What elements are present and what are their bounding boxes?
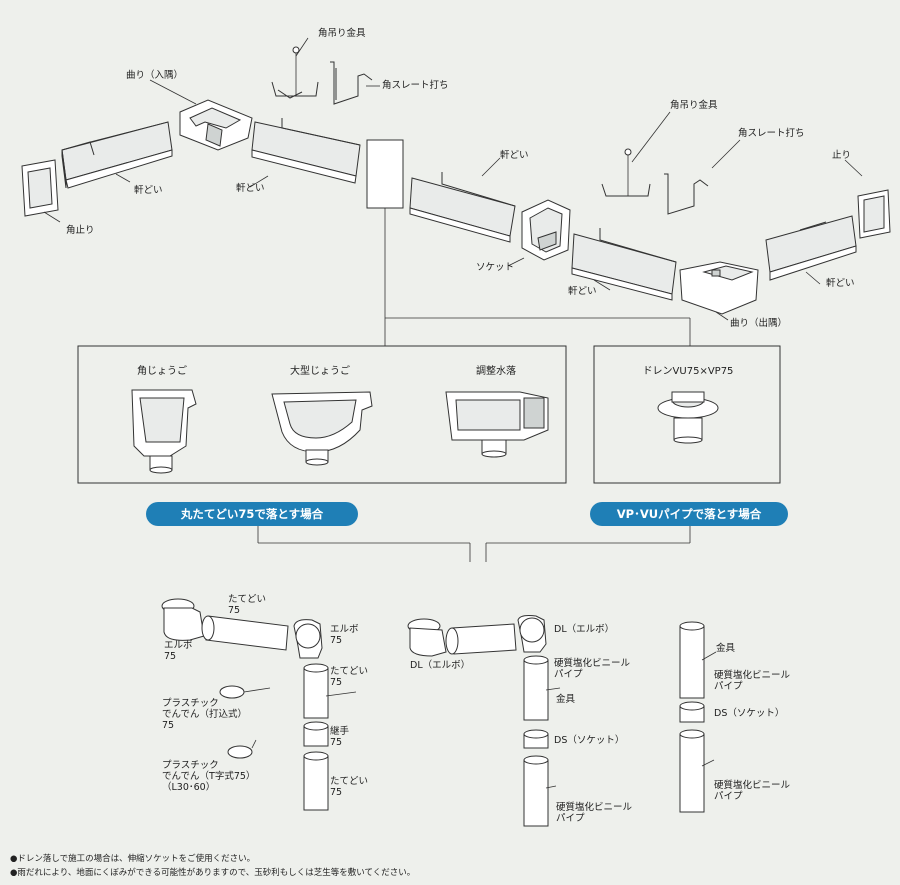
gutter-2-drawing [251, 118, 361, 184]
label-slate-1: 角スレート打ち [382, 80, 449, 91]
label-a-denden-1: プラスチック でんでん（打込式） 75 [162, 698, 248, 731]
label-a-tatedoi-top: たてどい 75 [228, 594, 267, 616]
label-c-pvc-1: 硬質塩化ビニール パイプ [714, 670, 791, 692]
label-hanger-2: 角吊り金具 [670, 100, 718, 111]
hanger-bracket-2-drawing [601, 148, 651, 197]
gutter-1-drawing [61, 121, 173, 189]
label-gutter-5: 軒どい [826, 278, 855, 289]
slate-hanger-1-drawing [330, 61, 373, 105]
label-slate-2: 角スレート打ち [738, 128, 805, 139]
gutter-3-drawing [409, 172, 516, 243]
label-a-elbow-left: エルボ 75 [164, 640, 193, 662]
label-inner-corner: 曲り（入隅） [126, 70, 184, 81]
end-cap-left-drawing [21, 159, 59, 217]
label-gutter-3: 軒どい [500, 150, 529, 161]
label-gutter-2: 軒どい [236, 183, 265, 194]
label-socket: ソケット [476, 262, 515, 273]
note-1: ●ドレン落しで施工の場合は、伸縮ソケットをご使用ください。 [10, 854, 256, 864]
square-funnel-drawing [131, 389, 197, 474]
header-square-funnel: 角じょうご [137, 366, 187, 377]
inner-corner-drawing [179, 99, 253, 151]
label-hanger-1: 角吊り金具 [318, 28, 366, 39]
slate-hanger-2-drawing [664, 173, 709, 215]
label-gutter-4: 軒どい [568, 286, 597, 297]
hanger-bracket-1-drawing [271, 46, 319, 99]
label-b-dl-right: DL（エルボ） [554, 624, 615, 635]
note-2: ●雨だれにより、地面にくぼみができる可能性がありますので、玉砂利もしくは芝生等を… [10, 868, 416, 878]
header-large-funnel: 大型じょうご [290, 366, 350, 377]
label-c-kanagu: 金具 [716, 643, 736, 654]
label-a-tatedoi-bot: たてどい 75 [330, 776, 369, 798]
gutter-4-drawing [571, 228, 677, 301]
label-b-pvc-1: 硬質塩化ビニール パイプ [554, 658, 631, 680]
label-a-tsugite: 継手 75 [330, 726, 350, 748]
label-b-ds: DS（ソケット） [554, 735, 625, 746]
gutter-5-drawing [765, 215, 857, 281]
label-b-dl-left: DL（エルボ） [410, 660, 471, 671]
pipes-a-drawing [161, 598, 357, 811]
header-adjust-drain: 調整水落 [476, 366, 516, 377]
large-funnel-drawing [271, 391, 373, 466]
outer-corner-drawing [679, 261, 759, 315]
pill-vp-vu-pipe: VP･VUパイプで落とす場合 [590, 502, 788, 526]
label-end-cap-right: 止り [832, 150, 852, 161]
label-b-kanagu: 金具 [556, 694, 576, 705]
label-a-denden-2: プラスチック でんでん（T字式75） （L30･60） [162, 760, 256, 793]
end-cap-right-drawing [857, 189, 891, 239]
label-a-elbow-right: エルボ 75 [330, 624, 359, 646]
label-outer-corner: 曲り（出隅） [730, 318, 788, 329]
label-c-ds: DS（ソケット） [714, 708, 785, 719]
label-gutter-1: 軒どい [134, 185, 163, 196]
pill-round-downspout: 丸たてどい75で落とす場合 [146, 502, 358, 526]
label-b-pvc-2: 硬質塩化ビニール パイプ [556, 802, 633, 824]
label-a-tatedoi-mid: たてどい 75 [330, 666, 369, 688]
label-end-cap-left: 角止り [66, 225, 95, 236]
adjust-drain-drawing [445, 391, 549, 458]
drain-vu-drawing [657, 391, 719, 444]
pipes-c-drawing [679, 621, 717, 813]
pipes-b-drawing [407, 615, 561, 827]
header-drain-vu: ドレンVU75×VP75 [642, 366, 734, 377]
label-c-pvc-2: 硬質塩化ビニール パイプ [714, 780, 791, 802]
socket-drawing [521, 199, 571, 261]
